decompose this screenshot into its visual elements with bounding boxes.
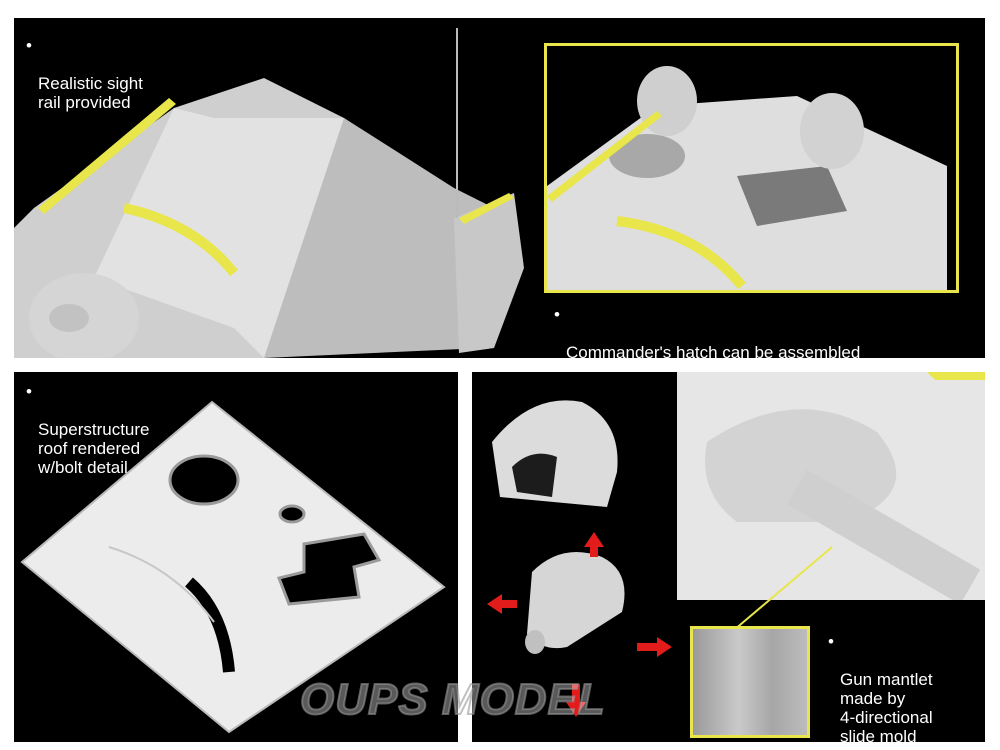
roof-hatch-hole-small [278,504,306,524]
mantlet-parts-render [487,400,833,717]
mantlet-core-part [527,552,625,649]
roof-hatch-hole-large [168,454,240,506]
caption-sight-rail: • Realistic sight rail provided [26,36,143,112]
caption-bullet: • [26,36,32,55]
roof-sight-slot [184,577,235,673]
superstructure-render [14,28,524,358]
arrow-left [487,594,517,614]
hatch-edge-rail [547,111,662,202]
hull-front-plate [264,118,514,358]
commander-hatch-opening [737,166,847,226]
inset-mantlet-closeup [677,372,985,600]
inset-texture [690,626,810,738]
arrow-up [584,532,604,557]
commander-hatch-lid [800,93,864,169]
mantlet-core-muzzle [525,630,545,654]
sight-rail-arc [122,203,238,277]
closeup-gun-barrel [787,469,981,600]
sight-rail-right [459,193,514,224]
caption-hatch: • Commander's hatch can be assembled ope… [554,305,861,358]
panel-sight-rail: • Realistic sight rail provided • Comman… [14,18,985,358]
hatch-open-ring [609,134,685,178]
caption-mantlet: • Gun mantlet made by 4-directional slid… [828,632,933,742]
hatch-render [547,66,947,290]
caption-mantlet-text: Gun mantlet made by 4-directional slide … [840,670,933,742]
panel-roof: • Superstructure roof rendered w/bolt de… [14,372,458,742]
caption-hatch-text: Commander's hatch can be assembled open/… [566,343,861,358]
roof-sight-arc [108,546,215,623]
caption-bullet: • [554,305,560,324]
track-guard [454,193,524,353]
sight-rail-left [38,98,176,214]
panel-mantlet: • Gun mantlet made by 4-directional slid… [472,372,985,742]
caption-roof: • Superstructure roof rendered w/bolt de… [26,382,150,477]
caption-roof-text: Superstructure roof rendered w/bolt deta… [38,420,150,477]
mantlet-bore [49,304,89,332]
arrow-right [637,637,672,657]
caption-bullet: • [26,382,32,401]
inset-hatch [544,43,959,293]
mantlet-closeup-render [677,372,985,600]
arrow-down [566,684,586,717]
mantlet-cover-part [492,400,618,507]
mantlet-cover-opening [512,453,557,497]
caption-bullet: • [828,632,834,651]
roof-plate-render [20,400,446,734]
roof-hatch-hole-commander [276,532,382,606]
caption-sight-rail-text: Realistic sight rail provided [38,74,143,112]
roof-plate [20,400,446,734]
leader-line [733,546,833,631]
closeup-edge-rail [927,372,985,380]
watermark: OUPS MODEL [299,674,606,725]
hatch-sight-rail-arc [616,216,746,290]
